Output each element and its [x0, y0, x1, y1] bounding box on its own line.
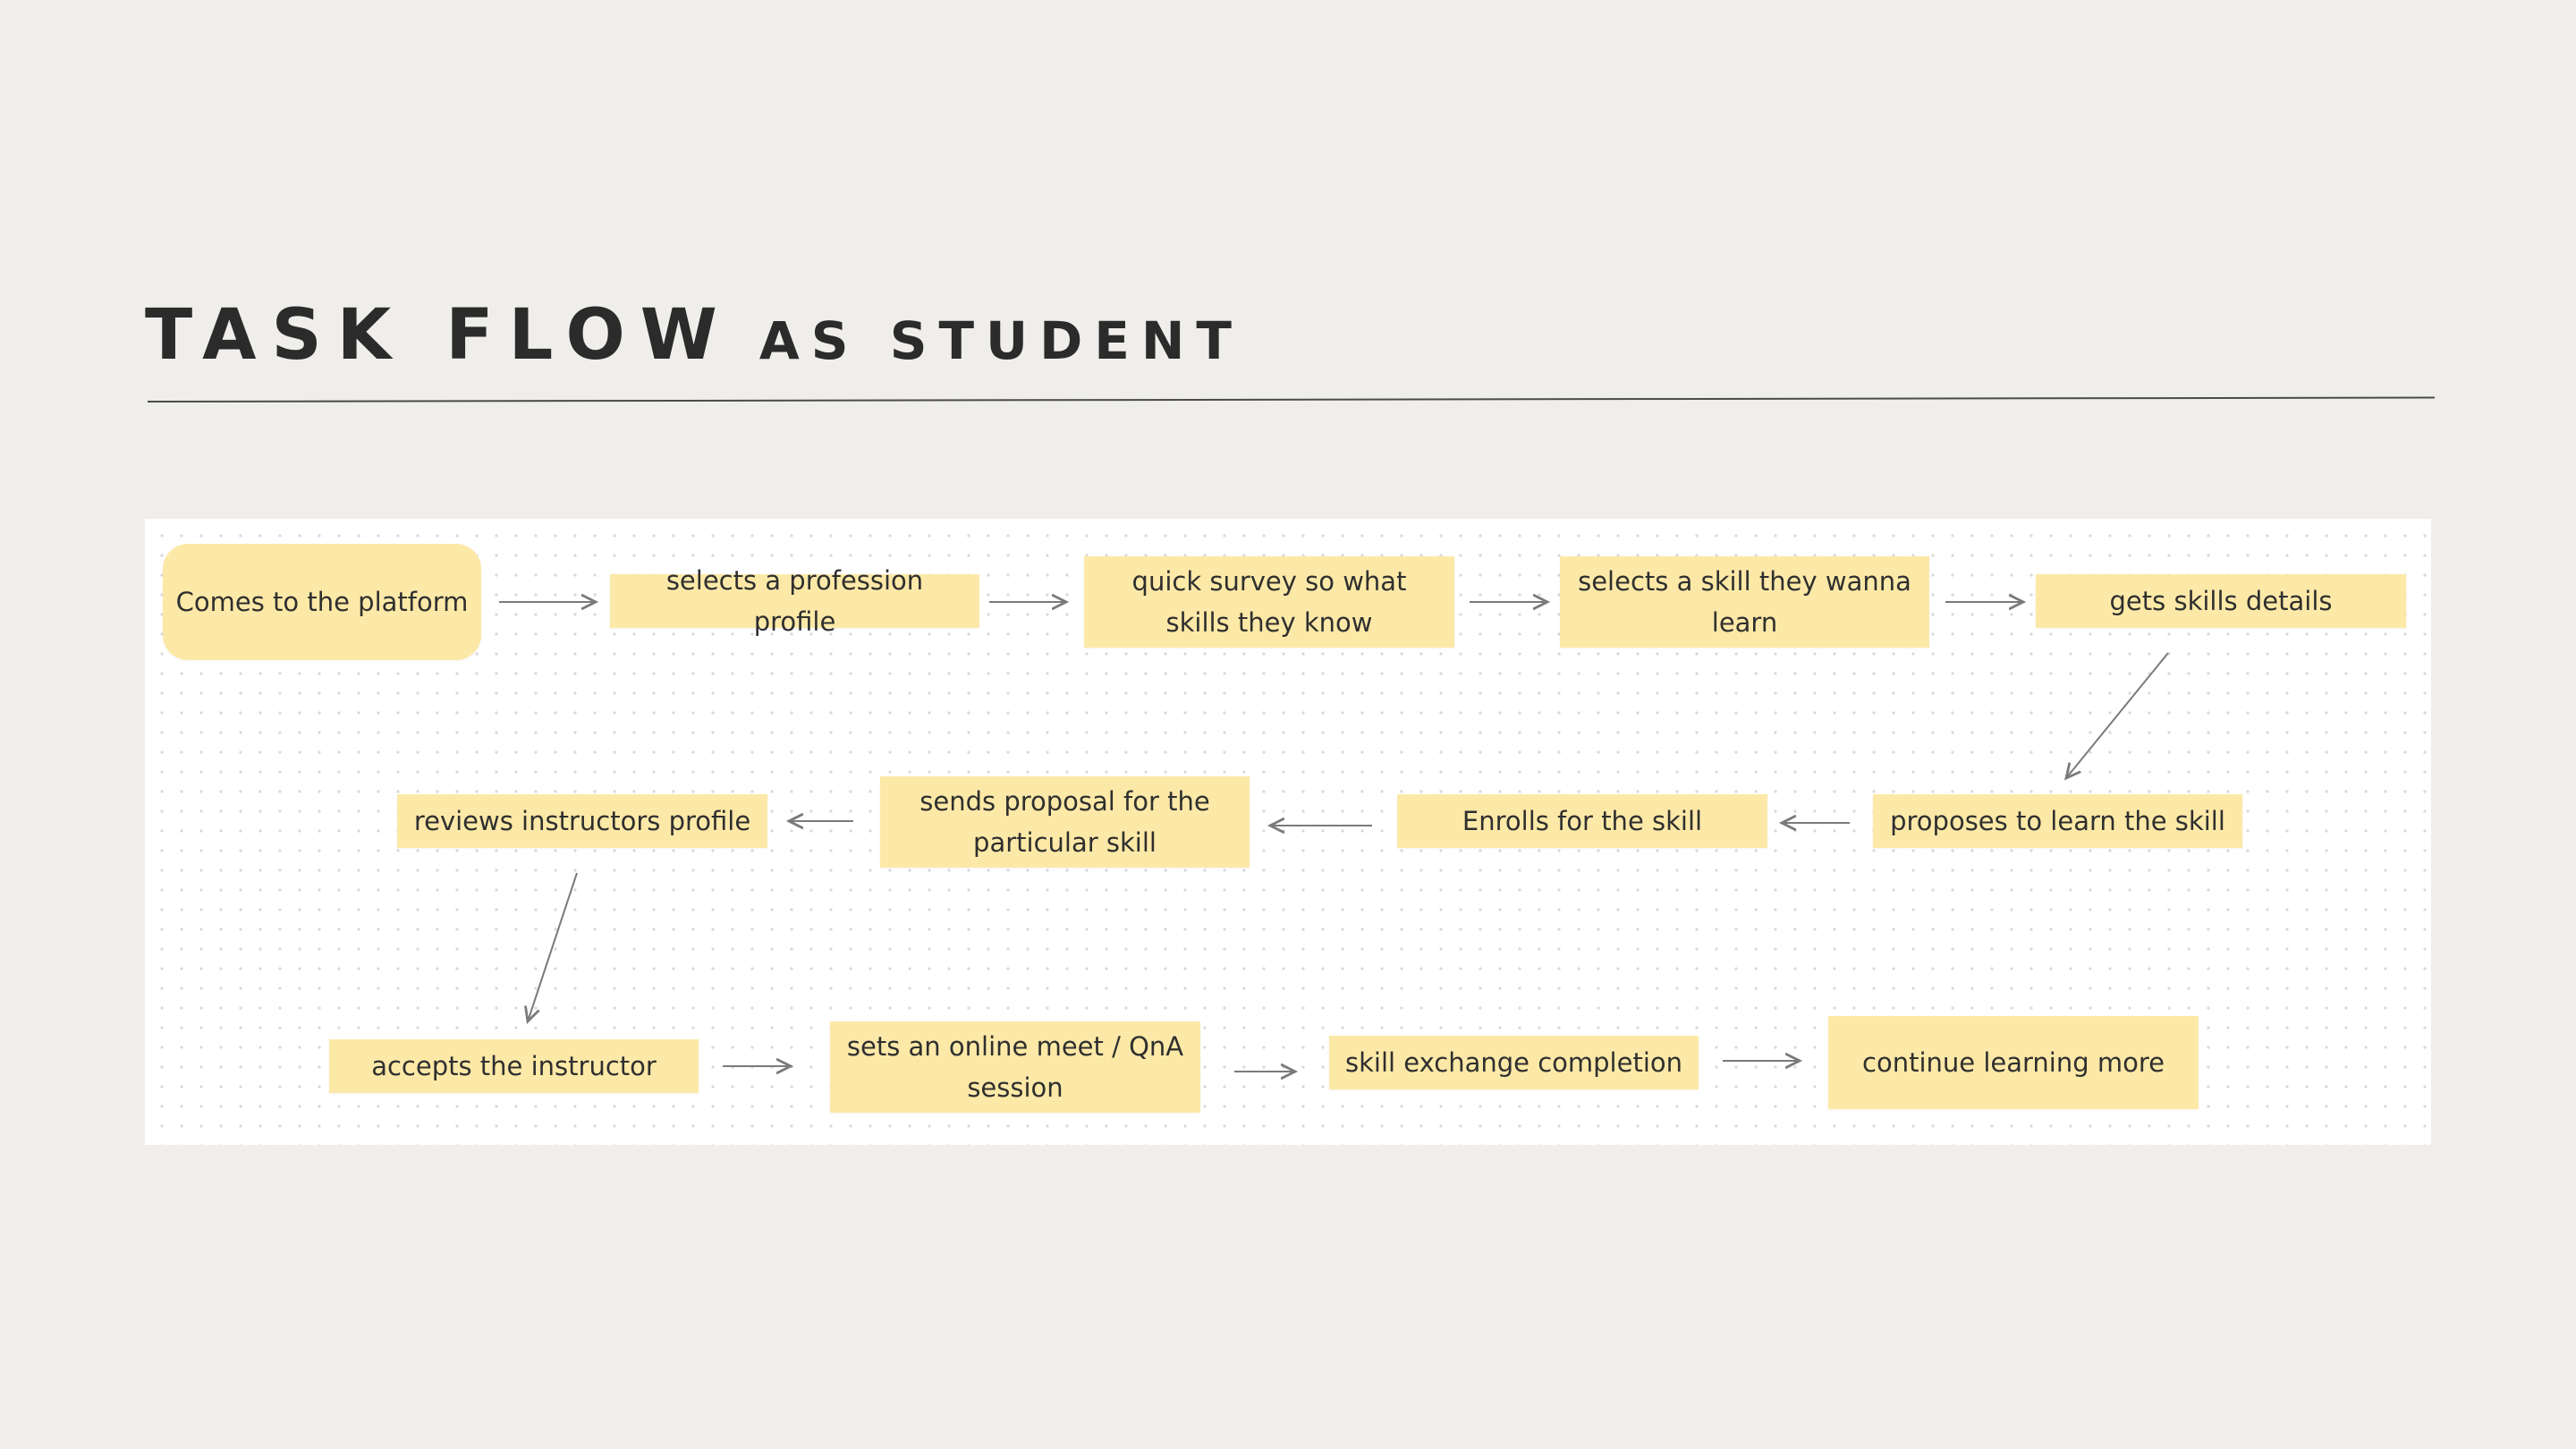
flow-node-continue-learning: continue learning more: [1828, 1016, 2199, 1109]
flow-node-selects-profession-profile: selects a profession profile: [610, 565, 979, 637]
flow-node-label: selects a skill they wanna learn: [1578, 566, 1911, 638]
flow-node-label: Comes to the platform: [175, 587, 469, 617]
flow-node-label: continue learning more: [1862, 1047, 2165, 1078]
flow-node-label: quick survey so what skills they know: [1131, 566, 1407, 638]
flow-node-sets-online-meet: sets an online meet / QnA session: [830, 1021, 1200, 1113]
flow-node-sends-proposal: sends proposal for the particular skill: [880, 776, 1250, 868]
flow-arrow: [528, 872, 578, 1021]
flow-node-label: gets skills details: [2109, 586, 2333, 616]
flow-node-comes-to-platform: Comes to the platform: [163, 544, 481, 660]
flow-node-label: sends proposal for the particular skill: [919, 786, 1210, 858]
flow-node-label: selects a profession profile: [665, 565, 924, 637]
flow-node-accepts-instructor: accepts the instructor: [329, 1039, 699, 1093]
flow-node-reviews-instructors-profile: reviews instructors profile: [397, 794, 767, 848]
flow-node-skill-exchange-completion: skill exchange completion: [1329, 1036, 1699, 1089]
flow-node-label: sets an online meet / QnA session: [846, 1031, 1184, 1103]
flow-node-label: proposes to learn the skill: [1890, 806, 2225, 836]
page-title-main: TASK FLOW: [145, 295, 733, 376]
page-title: TASK FLOW AS STUDENT: [145, 295, 1243, 376]
flow-node-quick-survey: quick survey so what skills they know: [1084, 556, 1454, 648]
flow-node-label: Enrolls for the skill: [1462, 806, 1703, 836]
title-divider: [147, 396, 2435, 402]
flow-node-label: accepts the instructor: [371, 1051, 657, 1081]
page-title-sub: AS STUDENT: [758, 310, 1243, 371]
flow-node-selects-skill: selects a skill they wanna learn: [1560, 556, 1929, 648]
flow-connectors: [499, 519, 2169, 1145]
flow-canvas: Comes to the platform selects a professi…: [145, 519, 2431, 1145]
flow-node-gets-skills-details: gets skills details: [2036, 574, 2406, 628]
flow-node-label: skill exchange completion: [1344, 1047, 1682, 1078]
flow-node-label: reviews instructors profile: [413, 806, 751, 836]
flow-node-proposes-to-learn: proposes to learn the skill: [1873, 794, 2242, 848]
flow-node-enrolls-for-skill: Enrolls for the skill: [1397, 794, 1767, 848]
flow-arrow: [2066, 652, 2169, 778]
